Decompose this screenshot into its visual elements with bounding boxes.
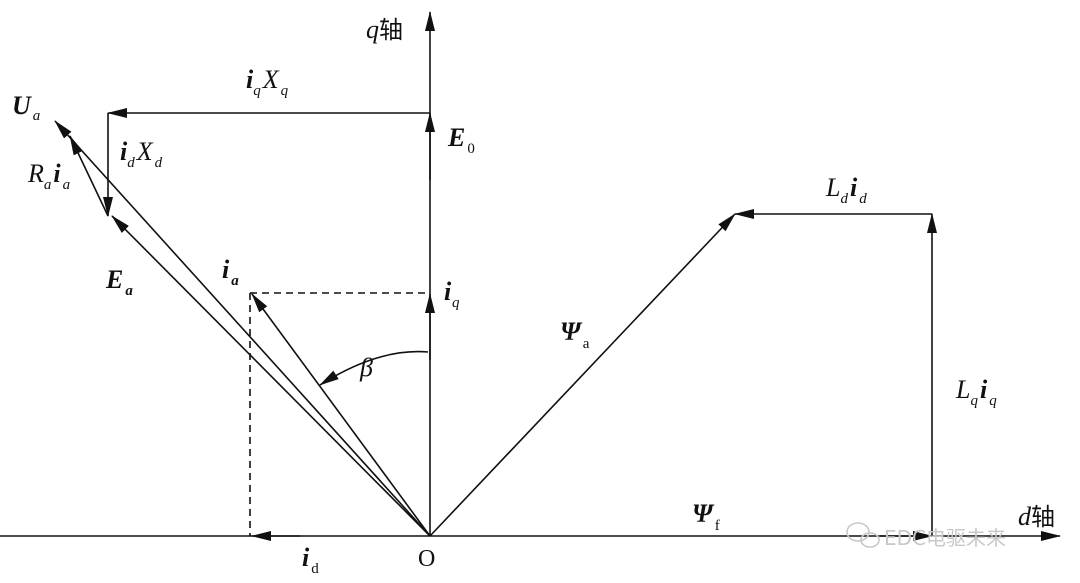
watermark-text: EDC电驱未来 [884, 526, 1006, 550]
origin-label: O [418, 546, 435, 572]
watermark: EDC电驱未来 [846, 522, 1006, 550]
beta-label: β [359, 353, 373, 382]
iq-label: i [444, 277, 452, 306]
raia-arrow [69, 135, 109, 217]
wechat-icon [846, 522, 880, 548]
psi-a-vector [429, 213, 736, 537]
ia-vector [251, 293, 431, 537]
q-axis-label: q轴 [366, 15, 403, 44]
d-axis-label: d轴 [1018, 502, 1055, 531]
beta-arc [319, 350, 429, 386]
ea-vector [111, 215, 431, 537]
iq-label-sub: q [452, 295, 460, 311]
ua-vector [54, 120, 431, 537]
